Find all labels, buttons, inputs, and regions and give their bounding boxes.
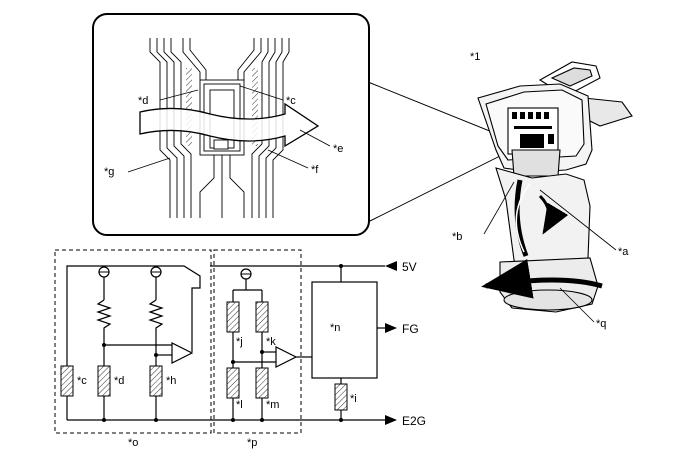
- label-k: *k: [266, 336, 276, 348]
- leader-f: [267, 149, 309, 169]
- label-h: *h: [166, 375, 176, 387]
- box-o: [54, 249, 212, 434]
- label-d-circuit: *d: [114, 375, 124, 387]
- sensor-body: *1: [470, 51, 633, 313]
- leader-g: [127, 157, 171, 173]
- opamp-p: [275, 346, 298, 368]
- leader-b: [483, 181, 515, 235]
- label-1: *1: [470, 51, 480, 63]
- opamp-o: [171, 342, 194, 364]
- leader-d: [159, 89, 199, 101]
- pin-fg: FG: [402, 322, 419, 336]
- box-p: [213, 249, 302, 434]
- field-path-black: [514, 179, 529, 257]
- element-j: [226, 301, 240, 333]
- label-p: *p: [247, 437, 257, 449]
- callout-line-top: [367, 81, 513, 141]
- element-c: [60, 365, 74, 397]
- label-a: *a: [618, 246, 629, 258]
- flux-arrow: [139, 102, 320, 148]
- leader-c: [239, 85, 284, 101]
- label-o: *o: [128, 437, 138, 449]
- rotation-arrow-inner: [538, 194, 569, 235]
- ic-n: [311, 281, 378, 379]
- label-f: *f: [311, 164, 319, 176]
- leader-a: [539, 189, 617, 251]
- pin-e2g: E2G: [402, 414, 426, 428]
- supply-symbols: [98, 266, 252, 280]
- element-i: [334, 383, 348, 411]
- label-g: *g: [104, 166, 114, 178]
- element-h: [149, 365, 163, 397]
- label-b: *b: [452, 231, 462, 243]
- detail-callout: *d *c *e *g *f: [92, 13, 513, 236]
- element-m: [255, 367, 269, 399]
- element-k: [255, 301, 269, 333]
- callout-line-bottom: [367, 149, 513, 223]
- label-m: *m: [266, 399, 279, 411]
- label-l: *l: [236, 399, 243, 411]
- label-d-detail: *d: [138, 95, 148, 107]
- label-c-circuit: *c: [77, 375, 87, 387]
- label-q: *q: [596, 318, 606, 330]
- circuit-schematic: *o *p *c *d *h E2G: [54, 249, 426, 449]
- element-l: [226, 367, 240, 399]
- leader-e: [299, 129, 331, 147]
- label-e: *e: [333, 143, 343, 155]
- label-n: *n: [330, 322, 340, 334]
- element-d: [97, 365, 111, 397]
- leader-q: [559, 287, 595, 323]
- pin-5v: 5V: [402, 260, 417, 274]
- label-c-detail: *c: [286, 95, 296, 107]
- rotation-arrow: [481, 259, 603, 299]
- label-j: *j: [236, 336, 243, 348]
- label-i: *i: [350, 393, 357, 405]
